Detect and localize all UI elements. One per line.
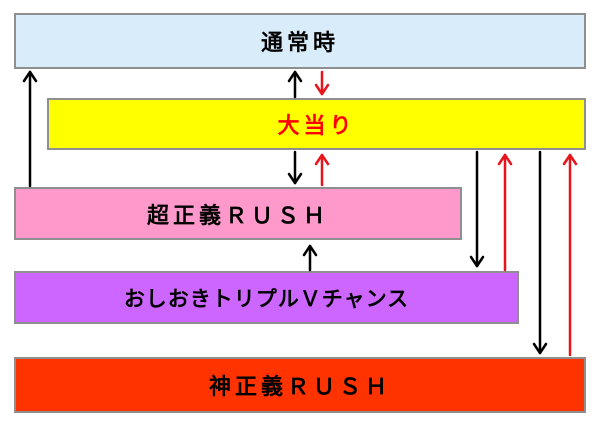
arrow-oshioki-to-super-rush [302, 244, 318, 272]
state-god-rush-label: 神正義ＲＵＳＨ [208, 375, 391, 400]
arrow-jackpot-to-god-rush [532, 150, 548, 355]
arrow-super-rush-to-normal [22, 70, 38, 188]
arrow-jackpot-to-oshioki [469, 150, 485, 268]
arrow-oshioki-to-jackpot [497, 153, 513, 272]
arrow-jackpot-to-normal [287, 70, 303, 99]
arrow-jackpot-to-super-rush [287, 150, 303, 185]
arrow-super-rush-to-jackpot [314, 153, 330, 187]
arrow-god-rush-to-jackpot [562, 153, 578, 357]
state-jackpot-label: 大当り [277, 114, 356, 139]
state-god-rush: 神正義ＲＵＳＨ [14, 357, 586, 413]
state-normal-label: 通常時 [260, 31, 339, 56]
state-super-rush: 超正義ＲＵＳＨ [14, 187, 462, 240]
state-oshioki-triple-v: おしおきトリプルＶチャンス [14, 271, 519, 324]
state-jackpot: 大当り [47, 98, 586, 150]
state-oshioki-label: おしおきトリプルＶチャンス [123, 286, 410, 311]
state-super-rush-label: 超正義ＲＵＳＨ [146, 203, 329, 229]
arrow-normal-to-jackpot [314, 70, 330, 96]
state-normal: 通常時 [14, 13, 586, 69]
